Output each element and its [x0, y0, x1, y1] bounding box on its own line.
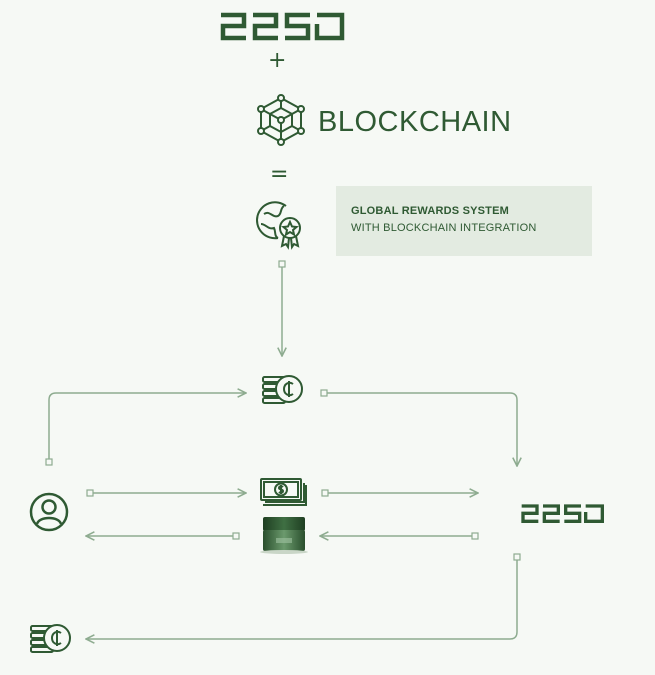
callout-title: GLOBAL REWARDS SYSTEM	[351, 205, 510, 217]
connector-company-to-user-token	[86, 560, 518, 639]
cash-stack-icon	[260, 478, 307, 506]
logo-2250-top: 2250	[220, 12, 345, 41]
plus-operator: +	[268, 48, 287, 73]
user-icon	[29, 492, 69, 532]
blockchain-label: BLOCKCHAIN	[318, 106, 512, 138]
connector-token-to-company	[327, 392, 517, 466]
logo-2250-company: 2250	[521, 504, 604, 523]
equals-operator: =	[270, 162, 289, 187]
rewards-callout: GLOBAL REWARDS SYSTEM WITH BLOCKCHAIN IN…	[336, 186, 592, 256]
coin-stack-icon	[262, 375, 303, 404]
connector-user-to-token	[48, 393, 246, 460]
callout-subtitle: WITH BLOCKCHAIN INTEGRATION	[351, 222, 537, 234]
blockchain-cube-icon	[257, 94, 305, 146]
product-jar-icon	[260, 517, 308, 554]
globe-award-icon	[256, 201, 301, 250]
user-token-coin-icon	[30, 624, 71, 653]
